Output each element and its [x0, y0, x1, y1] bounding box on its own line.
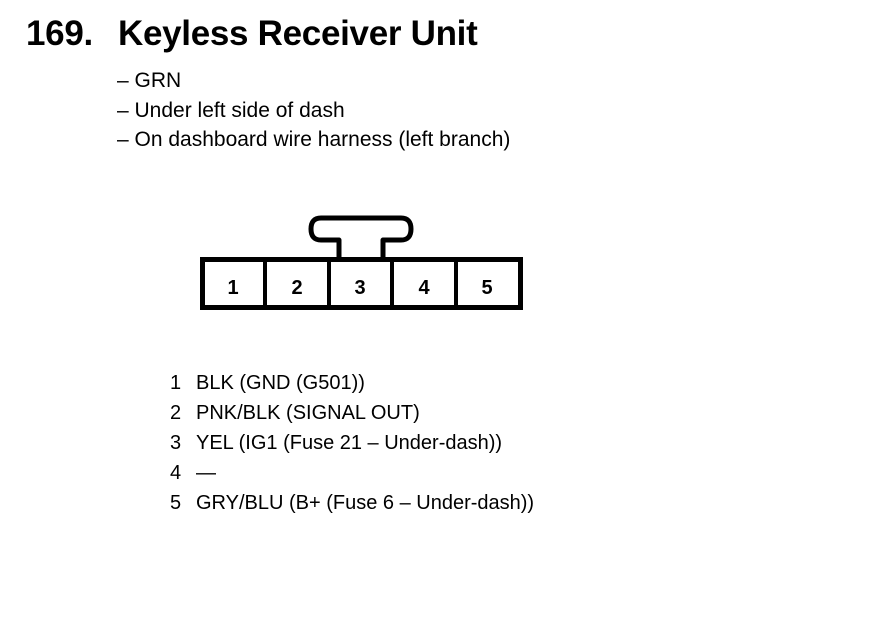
pin-row: 1 BLK (GND (G501))	[170, 368, 534, 398]
pin-description: PNK/BLK (SIGNAL OUT)	[196, 402, 420, 424]
cavity-number: 5	[481, 277, 492, 299]
pin-number: 1	[170, 372, 182, 394]
connector-housing	[200, 257, 523, 310]
pin-description: GRY/BLU (B+ (Fuse 6 – Under-dash))	[196, 492, 535, 514]
pin-row: 5 GRY/BLU (B+ (Fuse 6 – Under-dash))	[170, 488, 534, 518]
pin-row: 2 PNK/BLK (SIGNAL OUT)	[170, 398, 534, 428]
pin-number: 5	[170, 492, 182, 514]
pin-number: 4	[170, 462, 182, 484]
connector-lock-tab	[308, 215, 414, 258]
pin-description: YEL (IG1 (Fuse 21 – Under-dash))	[196, 432, 503, 454]
note-harness: – On dashboard wire harness (left branch…	[117, 128, 511, 151]
cavity-number: 3	[354, 277, 365, 299]
component-number: 169.	[26, 14, 93, 53]
pin-number: 3	[170, 432, 182, 454]
pin-description: BLK (GND (G501))	[196, 372, 365, 394]
pin-row: 3 YEL (IG1 (Fuse 21 – Under-dash))	[170, 428, 534, 458]
cavity-number: 1	[227, 277, 238, 299]
pin-description: —	[196, 462, 216, 484]
note-color: – GRN	[117, 69, 182, 92]
note-location: – Under left side of dash	[117, 98, 345, 122]
pin-row: 4—	[170, 458, 534, 488]
cavity-number: 4	[418, 277, 430, 299]
component-name: Keyless Receiver Unit	[118, 14, 478, 53]
connector-notes: – GRN – Under left side of dash – On das…	[117, 66, 510, 155]
pin-number: 2	[170, 402, 182, 424]
cavity-number: 2	[291, 277, 302, 299]
